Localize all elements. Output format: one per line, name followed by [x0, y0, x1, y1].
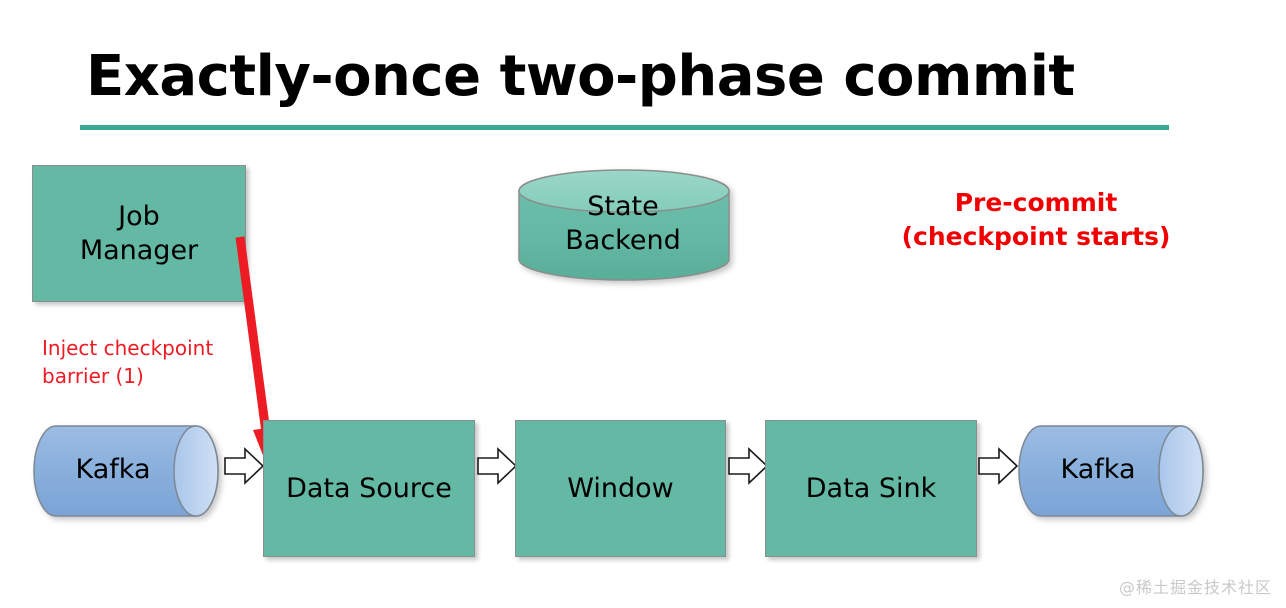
title-divider: [80, 125, 1169, 130]
node-data-source-label: Data Source: [286, 472, 452, 504]
annotation-pre-commit: Pre-commit (checkpoint starts): [901, 188, 1171, 251]
node-data-sink-label: Data Sink: [805, 472, 937, 504]
flow-arrow-icon-1: [224, 447, 264, 485]
node-job-manager-label: Job Manager: [79, 200, 199, 266]
node-window-label: Window: [567, 472, 674, 504]
flow-arrow-icon-2: [477, 447, 517, 485]
node-window[interactable]: Window: [515, 420, 726, 557]
node-kafka-sink[interactable]: [1017, 424, 1205, 518]
flow-arrow-icon-3: [728, 447, 768, 485]
node-data-sink[interactable]: Data Sink: [765, 420, 977, 557]
node-job-manager[interactable]: Job Manager: [32, 165, 246, 302]
node-state-backend[interactable]: [517, 168, 731, 282]
annotation-inject-checkpoint-barrier: Inject checkpoint barrier (1): [42, 336, 214, 389]
node-kafka-source[interactable]: [32, 424, 220, 518]
watermark: @稀土掘金技术社区: [1118, 578, 1272, 597]
flow-arrow-icon-4: [978, 447, 1018, 485]
node-data-source[interactable]: Data Source: [263, 420, 475, 557]
page-title: Exactly-once two-phase commit: [86, 44, 1075, 109]
